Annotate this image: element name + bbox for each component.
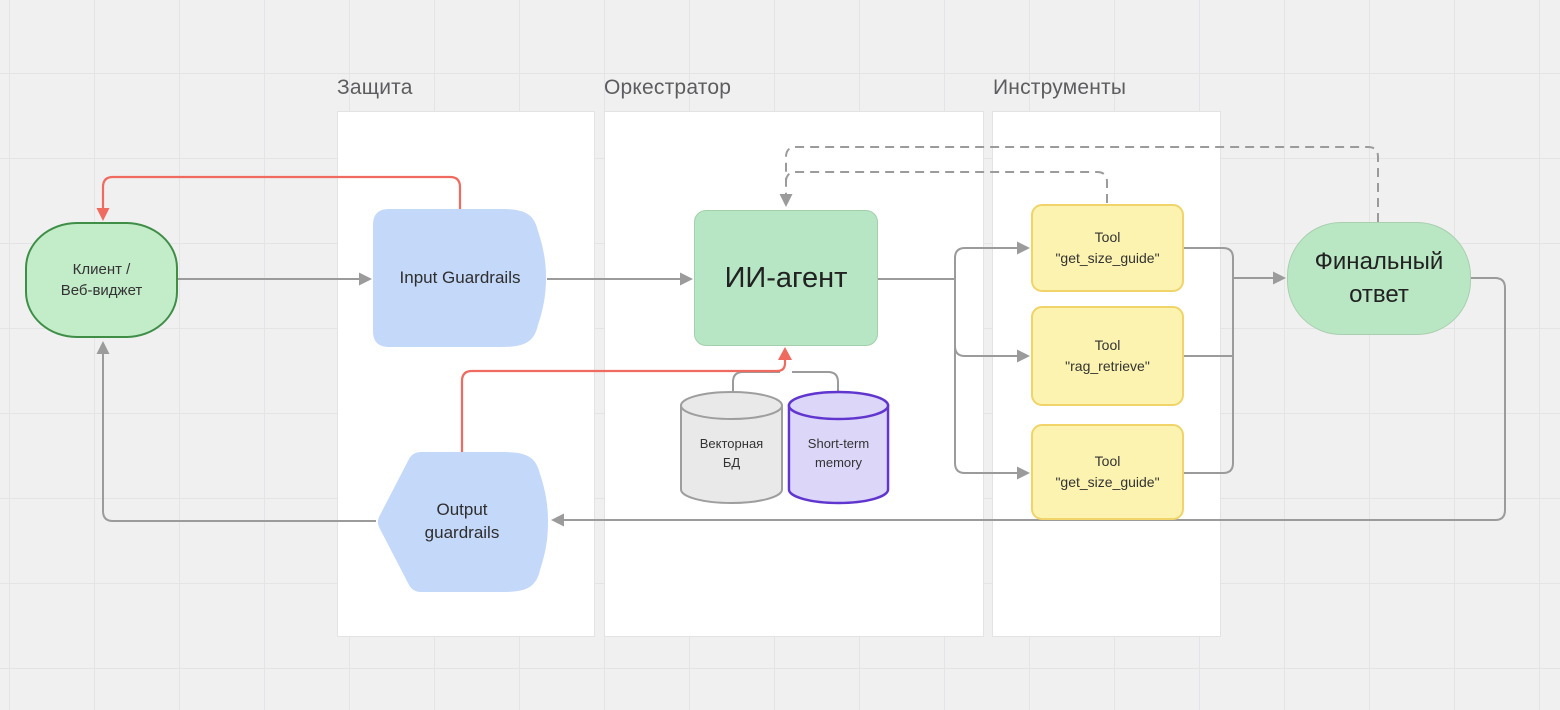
connector-output-guardrails-to-client-arrowhead	[96, 341, 110, 354]
connector-output-guardrails-to-client[interactable]	[102, 353, 376, 522]
connector-feedback-to-agent-arrowhead	[779, 194, 793, 207]
node-tool-get-size-guide-1[interactable]: Tool "get_size_guide"	[1031, 204, 1184, 292]
connector-input-guardrails-to-agent-arrowhead	[680, 272, 693, 286]
node-tool-2-label-line2: "rag_retrieve"	[1065, 358, 1150, 374]
short-term-memory-cylinder-shape	[787, 390, 890, 505]
connector-output-guardrails-retry-arrowhead	[778, 347, 792, 360]
connector-client-to-input-guardrails-arrowhead	[359, 272, 372, 286]
node-vector-db-label-line2: БД	[722, 454, 741, 470]
node-tool-3-label-line1: Tool	[1094, 453, 1121, 469]
node-input-guardrails[interactable]: Input Guardrails	[373, 209, 547, 347]
node-vector-db[interactable]: Векторная БД	[679, 390, 784, 505]
connector-tools-to-final-answer[interactable]	[1184, 247, 1274, 474]
node-tool-get-size-guide-2[interactable]: Tool "get_size_guide"	[1031, 424, 1184, 520]
input-guardrails-shape	[373, 209, 546, 347]
connector-agent-to-tool-1-arrowhead	[1017, 241, 1030, 255]
node-ai-agent-label: ИИ-агент	[724, 261, 848, 294]
node-short-term-memory-label-line2: memory	[815, 454, 862, 470]
output-guardrails-shape	[378, 452, 548, 592]
connector-input-guardrails-reject-arrowhead	[96, 208, 110, 221]
node-short-term-memory-label-line1: Short-term	[807, 436, 870, 452]
section-label-orchestrator: Оркестратор	[604, 76, 732, 99]
section-label-tools: Инструменты	[993, 76, 1127, 99]
node-short-term-memory[interactable]: Short-term memory	[787, 390, 890, 505]
node-output-guardrails-label-line2: guardrails	[424, 523, 500, 542]
node-ai-agent[interactable]: ИИ-агент	[694, 210, 878, 346]
node-output-guardrails-label-line1: Output	[436, 500, 488, 520]
panel-orchestrator[interactable]	[604, 111, 984, 637]
node-output-guardrails[interactable]: Output guardrails	[375, 452, 549, 592]
node-client-label-line2: Веб-виджет	[60, 282, 143, 299]
node-input-guardrails-label: Input Guardrails	[399, 268, 521, 287]
node-final-answer-label-line2: ответ	[1349, 280, 1409, 308]
vector-db-cylinder-shape	[680, 391, 783, 504]
node-client-label-line1: Клиент /	[72, 261, 131, 278]
connector-memory-to-agent[interactable]	[792, 371, 839, 392]
connector-input-guardrails-reject-to-client[interactable]	[101, 175, 462, 209]
node-tool-2-label-line1: Tool	[1094, 337, 1121, 353]
node-tool-3-label-line2: "get_size_guide"	[1055, 474, 1160, 490]
node-tool-1-label-line2: "get_size_guide"	[1055, 250, 1160, 266]
connector-agent-to-tools[interactable]	[878, 247, 1018, 474]
node-vector-db-label-line1: Векторная	[699, 436, 764, 452]
connector-agent-to-tool-2-arrowhead	[1017, 349, 1030, 363]
connector-final-answer-to-output-guardrails-arrowhead	[551, 513, 564, 527]
connector-tool-1-feedback-to-agent[interactable]	[785, 171, 1108, 203]
connector-final-answer-to-output-guardrails[interactable]	[563, 277, 1506, 521]
connector-output-guardrails-retry-to-agent[interactable]	[460, 359, 787, 452]
connector-tools-to-final-answer-arrowhead	[1273, 271, 1286, 285]
connector-final-answer-feedback-to-agent[interactable]	[785, 146, 1379, 222]
node-final-answer-label-line1: Финальный	[1314, 248, 1444, 276]
connector-agent-to-tool-3-arrowhead	[1017, 466, 1030, 480]
node-final-answer[interactable]: Финальный ответ	[1287, 222, 1471, 335]
node-tool-rag-retrieve[interactable]: Tool "rag_retrieve"	[1031, 306, 1184, 406]
node-tool-1-label-line1: Tool	[1094, 229, 1121, 245]
section-label-protection: Защита	[337, 76, 413, 99]
node-client[interactable]: Клиент / Веб-виджет	[25, 222, 178, 338]
connector-vector-db-to-agent[interactable]	[732, 371, 780, 392]
